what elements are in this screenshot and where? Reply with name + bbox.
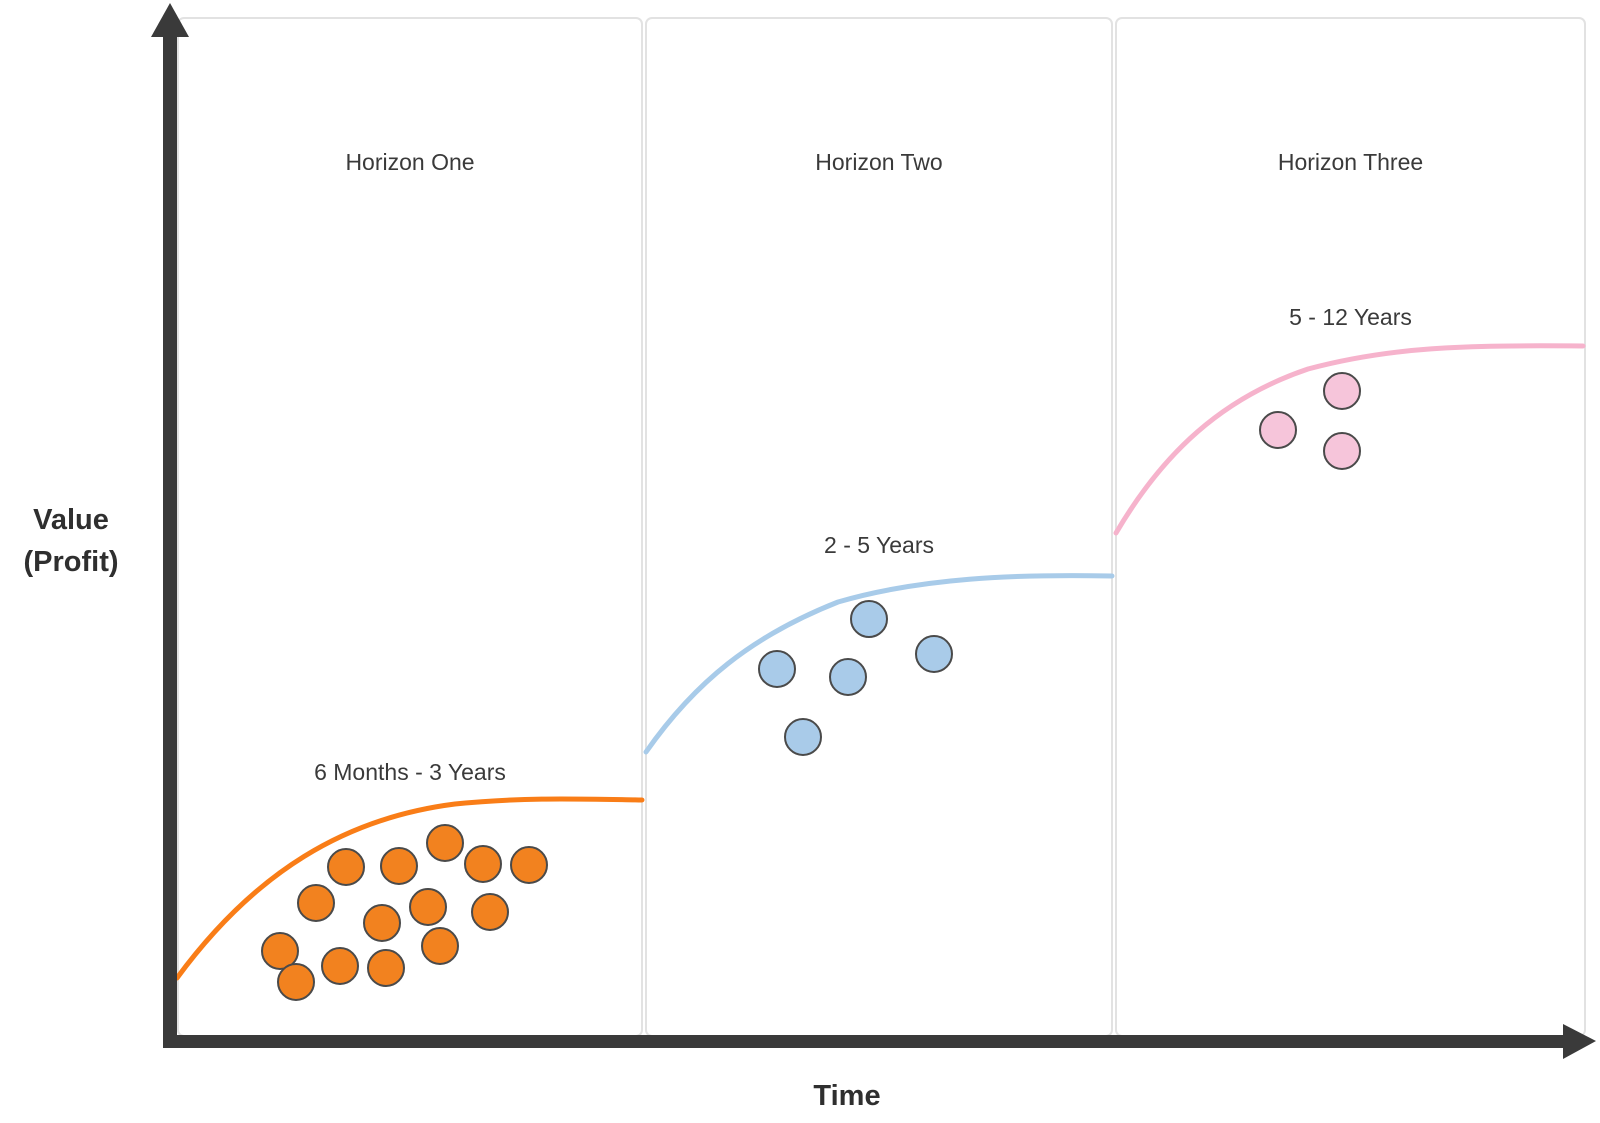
x-axis-label: Time bbox=[813, 1080, 881, 1112]
horizon-one-period-label: 6 Months - 3 Years bbox=[314, 759, 506, 785]
horizon-two-dot bbox=[784, 718, 822, 756]
horizon-two-dot-cluster bbox=[758, 600, 953, 756]
y-axis-arrow-icon bbox=[151, 3, 189, 37]
horizon-two-dot bbox=[758, 650, 796, 688]
x-axis-line bbox=[163, 1035, 1565, 1048]
horizon-one-dot bbox=[464, 845, 502, 883]
horizon-three-dot bbox=[1323, 372, 1361, 410]
horizon-two-dot bbox=[915, 635, 953, 673]
horizon-three-period-label: 5 - 12 Years bbox=[1289, 304, 1412, 330]
horizon-one-dot bbox=[363, 904, 401, 942]
horizon-one-dot-cluster bbox=[261, 824, 548, 1001]
horizon-two-dot bbox=[850, 600, 888, 638]
horizon-one-dot bbox=[367, 949, 405, 987]
horizon-three-dot-cluster bbox=[1259, 372, 1361, 470]
horizon-one-dot bbox=[510, 846, 548, 884]
horizon-three-curve bbox=[1113, 343, 1586, 536]
horizon-one-dot bbox=[277, 963, 315, 1001]
horizon-two-dot bbox=[829, 658, 867, 696]
horizon-one-dot bbox=[409, 888, 447, 926]
horizon-one-dot bbox=[421, 927, 459, 965]
horizon-one-dot bbox=[426, 824, 464, 862]
y-axis-line bbox=[163, 30, 177, 1048]
horizon-one-dot bbox=[380, 847, 418, 885]
horizon-three-dot bbox=[1259, 411, 1297, 449]
horizon-one-dot bbox=[327, 848, 365, 886]
horizon-one-curve bbox=[174, 796, 645, 981]
axes bbox=[151, 3, 1596, 1059]
horizon-one-dot bbox=[471, 893, 509, 931]
horizon-one-dot bbox=[321, 947, 359, 985]
horizon-three-dot bbox=[1323, 432, 1361, 470]
horizon-two-title: Horizon Two bbox=[815, 149, 943, 175]
horizon-one-dot bbox=[297, 884, 335, 922]
horizon-two-period-label: 2 - 5 Years bbox=[824, 532, 934, 558]
horizon-one-title: Horizon One bbox=[345, 149, 475, 175]
x-axis-arrow-icon bbox=[1563, 1024, 1596, 1059]
y-axis-label: Value (Profit) bbox=[23, 504, 119, 578]
horizon-one-dot bbox=[261, 932, 299, 970]
horizon-three-title: Horizon Three bbox=[1277, 149, 1424, 175]
horizon-two-curve bbox=[643, 573, 1115, 755]
